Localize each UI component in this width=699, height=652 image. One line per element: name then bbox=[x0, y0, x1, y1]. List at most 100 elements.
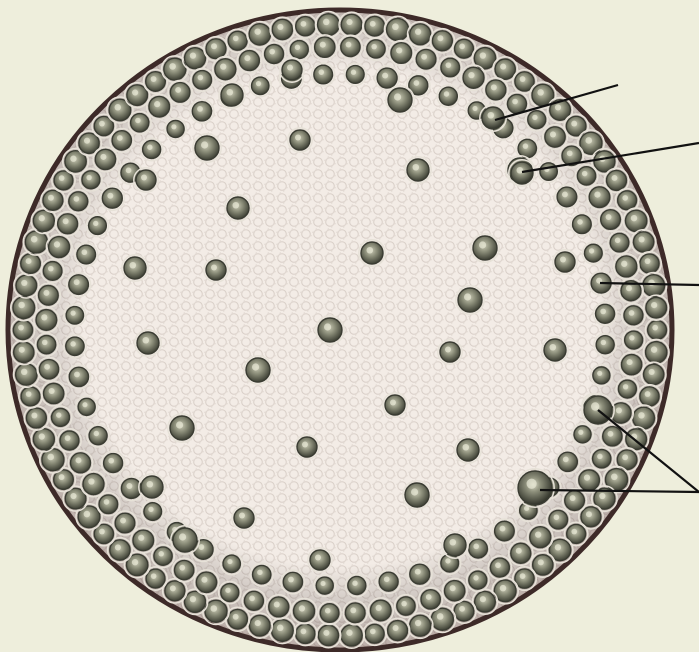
somatic-cell bbox=[488, 556, 511, 579]
somatic-cell bbox=[168, 80, 192, 104]
somatic-cell bbox=[582, 242, 604, 264]
somatic-cell bbox=[242, 589, 265, 612]
somatic-cell bbox=[365, 38, 388, 61]
somatic-cell bbox=[67, 273, 91, 297]
somatic-cell bbox=[225, 195, 251, 221]
somatic-cell bbox=[37, 357, 61, 381]
somatic-cell bbox=[100, 186, 124, 210]
somatic-cell bbox=[587, 185, 612, 210]
somatic-cell bbox=[14, 273, 39, 298]
somatic-cell bbox=[339, 35, 363, 59]
somatic-cell bbox=[492, 519, 516, 543]
somatic-cell bbox=[41, 381, 66, 406]
somatic-cell bbox=[405, 157, 431, 183]
somatic-cell bbox=[113, 511, 137, 535]
somatic-cell bbox=[547, 508, 570, 531]
somatic-cell bbox=[492, 578, 518, 604]
somatic-cell bbox=[244, 356, 272, 384]
somatic-cell bbox=[437, 85, 459, 107]
somatic-cell bbox=[439, 56, 462, 79]
somatic-cell bbox=[555, 185, 579, 209]
somatic-cell bbox=[280, 58, 304, 82]
somatic-cell bbox=[221, 553, 243, 575]
somatic-cell bbox=[641, 362, 666, 387]
somatic-cell bbox=[269, 617, 295, 643]
somatic-cell bbox=[291, 598, 316, 623]
somatic-cell bbox=[19, 385, 42, 408]
somatic-cell bbox=[363, 622, 386, 645]
somatic-cell bbox=[316, 316, 344, 344]
somatic-cell bbox=[591, 365, 613, 387]
somatic-cell bbox=[75, 243, 98, 266]
somatic-cell bbox=[455, 437, 481, 463]
somatic-cell bbox=[403, 481, 431, 509]
somatic-cell bbox=[93, 147, 118, 172]
somatic-cell bbox=[315, 12, 341, 38]
somatic-cell bbox=[295, 435, 319, 459]
somatic-cell bbox=[570, 213, 593, 236]
somatic-cell bbox=[55, 212, 79, 236]
somatic-cell bbox=[312, 63, 335, 86]
somatic-cell bbox=[293, 14, 317, 38]
somatic-cell bbox=[526, 108, 548, 130]
somatic-cell bbox=[142, 500, 164, 522]
somatic-cell bbox=[35, 333, 58, 356]
somatic-cell bbox=[395, 595, 418, 618]
somatic-cell bbox=[456, 286, 484, 314]
somatic-cell bbox=[318, 601, 341, 624]
somatic-cell bbox=[377, 570, 400, 593]
somatic-cell bbox=[442, 578, 467, 603]
somatic-cell bbox=[232, 506, 256, 530]
somatic-cell bbox=[267, 595, 291, 619]
somatic-cell bbox=[110, 129, 134, 153]
somatic-cell bbox=[122, 255, 148, 281]
somatic-cell bbox=[64, 335, 87, 358]
somatic-cell bbox=[631, 230, 656, 255]
somatic-cell bbox=[237, 48, 261, 72]
somatic-cell bbox=[139, 474, 165, 500]
somatic-cell bbox=[219, 82, 245, 108]
somatic-cell bbox=[572, 424, 594, 446]
somatic-cell bbox=[11, 295, 37, 321]
somatic-cell bbox=[593, 302, 616, 325]
somatic-cell bbox=[58, 429, 81, 452]
somatic-cell bbox=[638, 252, 662, 276]
somatic-cell bbox=[407, 22, 432, 47]
somatic-cell bbox=[108, 538, 133, 563]
somatic-cell bbox=[314, 575, 336, 597]
somatic-cell bbox=[213, 57, 238, 82]
somatic-cell bbox=[293, 622, 317, 646]
somatic-cell bbox=[553, 250, 577, 274]
somatic-cell bbox=[461, 65, 486, 90]
somatic-cell bbox=[193, 134, 221, 162]
somatic-cell bbox=[247, 613, 272, 638]
somatic-cell bbox=[419, 588, 443, 612]
somatic-cell bbox=[165, 118, 187, 140]
somatic-cell bbox=[614, 254, 639, 279]
somatic-cell bbox=[86, 215, 108, 237]
somatic-cell bbox=[249, 75, 271, 97]
somatic-cell bbox=[513, 567, 537, 591]
somatic-cell bbox=[168, 414, 196, 442]
somatic-cell bbox=[67, 365, 91, 389]
somatic-cell bbox=[312, 35, 337, 60]
somatic-cell bbox=[563, 489, 587, 513]
somatic-cell bbox=[385, 618, 409, 642]
somatic-cell bbox=[101, 451, 124, 474]
somatic-cell bbox=[144, 567, 167, 590]
somatic-cell bbox=[288, 128, 312, 152]
somatic-cell bbox=[339, 12, 364, 37]
somatic-cell bbox=[270, 17, 295, 42]
somatic-cell bbox=[152, 545, 175, 568]
somatic-cell bbox=[622, 304, 645, 327]
somatic-cell bbox=[346, 574, 368, 596]
somatic-cell bbox=[67, 190, 90, 213]
somatic-cell bbox=[484, 78, 508, 102]
somatic-cell bbox=[172, 558, 196, 582]
somatic-cell bbox=[622, 329, 644, 351]
somatic-cell bbox=[344, 63, 366, 85]
somatic-cell bbox=[135, 330, 161, 356]
daughter-colony bbox=[509, 160, 535, 186]
